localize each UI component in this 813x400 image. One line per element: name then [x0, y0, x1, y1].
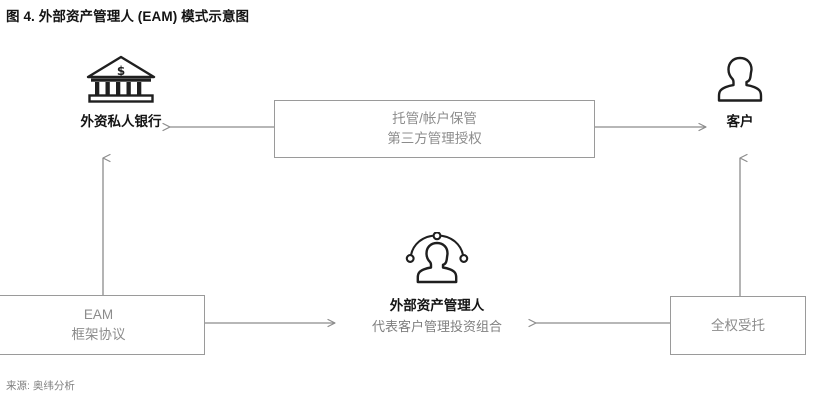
custody-box: 托管/帐户保管 第三方管理授权 — [274, 100, 595, 158]
mandate-box: 全权受托 — [670, 296, 806, 355]
svg-text:$: $ — [117, 64, 125, 78]
eam-agreement-box: EAM 框架协议 — [0, 295, 205, 355]
bank-node-label: 外资私人银行 — [80, 114, 162, 129]
bank-node: $ 外资私人银行 — [36, 54, 206, 130]
mandate-box-line-1: 全权受托 — [711, 317, 765, 333]
person-icon — [712, 54, 768, 104]
eam-node-label: 外部资产管理人 — [389, 298, 485, 313]
client-node-label: 客户 — [726, 114, 754, 129]
eam-agreement-box-line-1: EAM — [83, 307, 114, 323]
eam-node: 外部资产管理人 代表客户管理投资组合 — [322, 231, 552, 335]
figure-title: 图 4. 外部资产管理人 (EAM) 模式示意图 — [6, 9, 250, 24]
custody-box-line-2: 第三方管理授权 — [387, 131, 482, 146]
eam-agreement-box-line-2: 框架协议 — [71, 327, 126, 342]
client-node: 客户 — [670, 54, 810, 130]
custody-box-line-1: 托管/帐户保管 — [392, 111, 477, 127]
source-note: 来源: 奥纬分析 — [6, 380, 75, 392]
bank-building-icon: $ — [84, 54, 158, 104]
person-network-icon — [400, 231, 474, 288]
eam-node-sublabel: 代表客户管理投资组合 — [371, 319, 502, 334]
